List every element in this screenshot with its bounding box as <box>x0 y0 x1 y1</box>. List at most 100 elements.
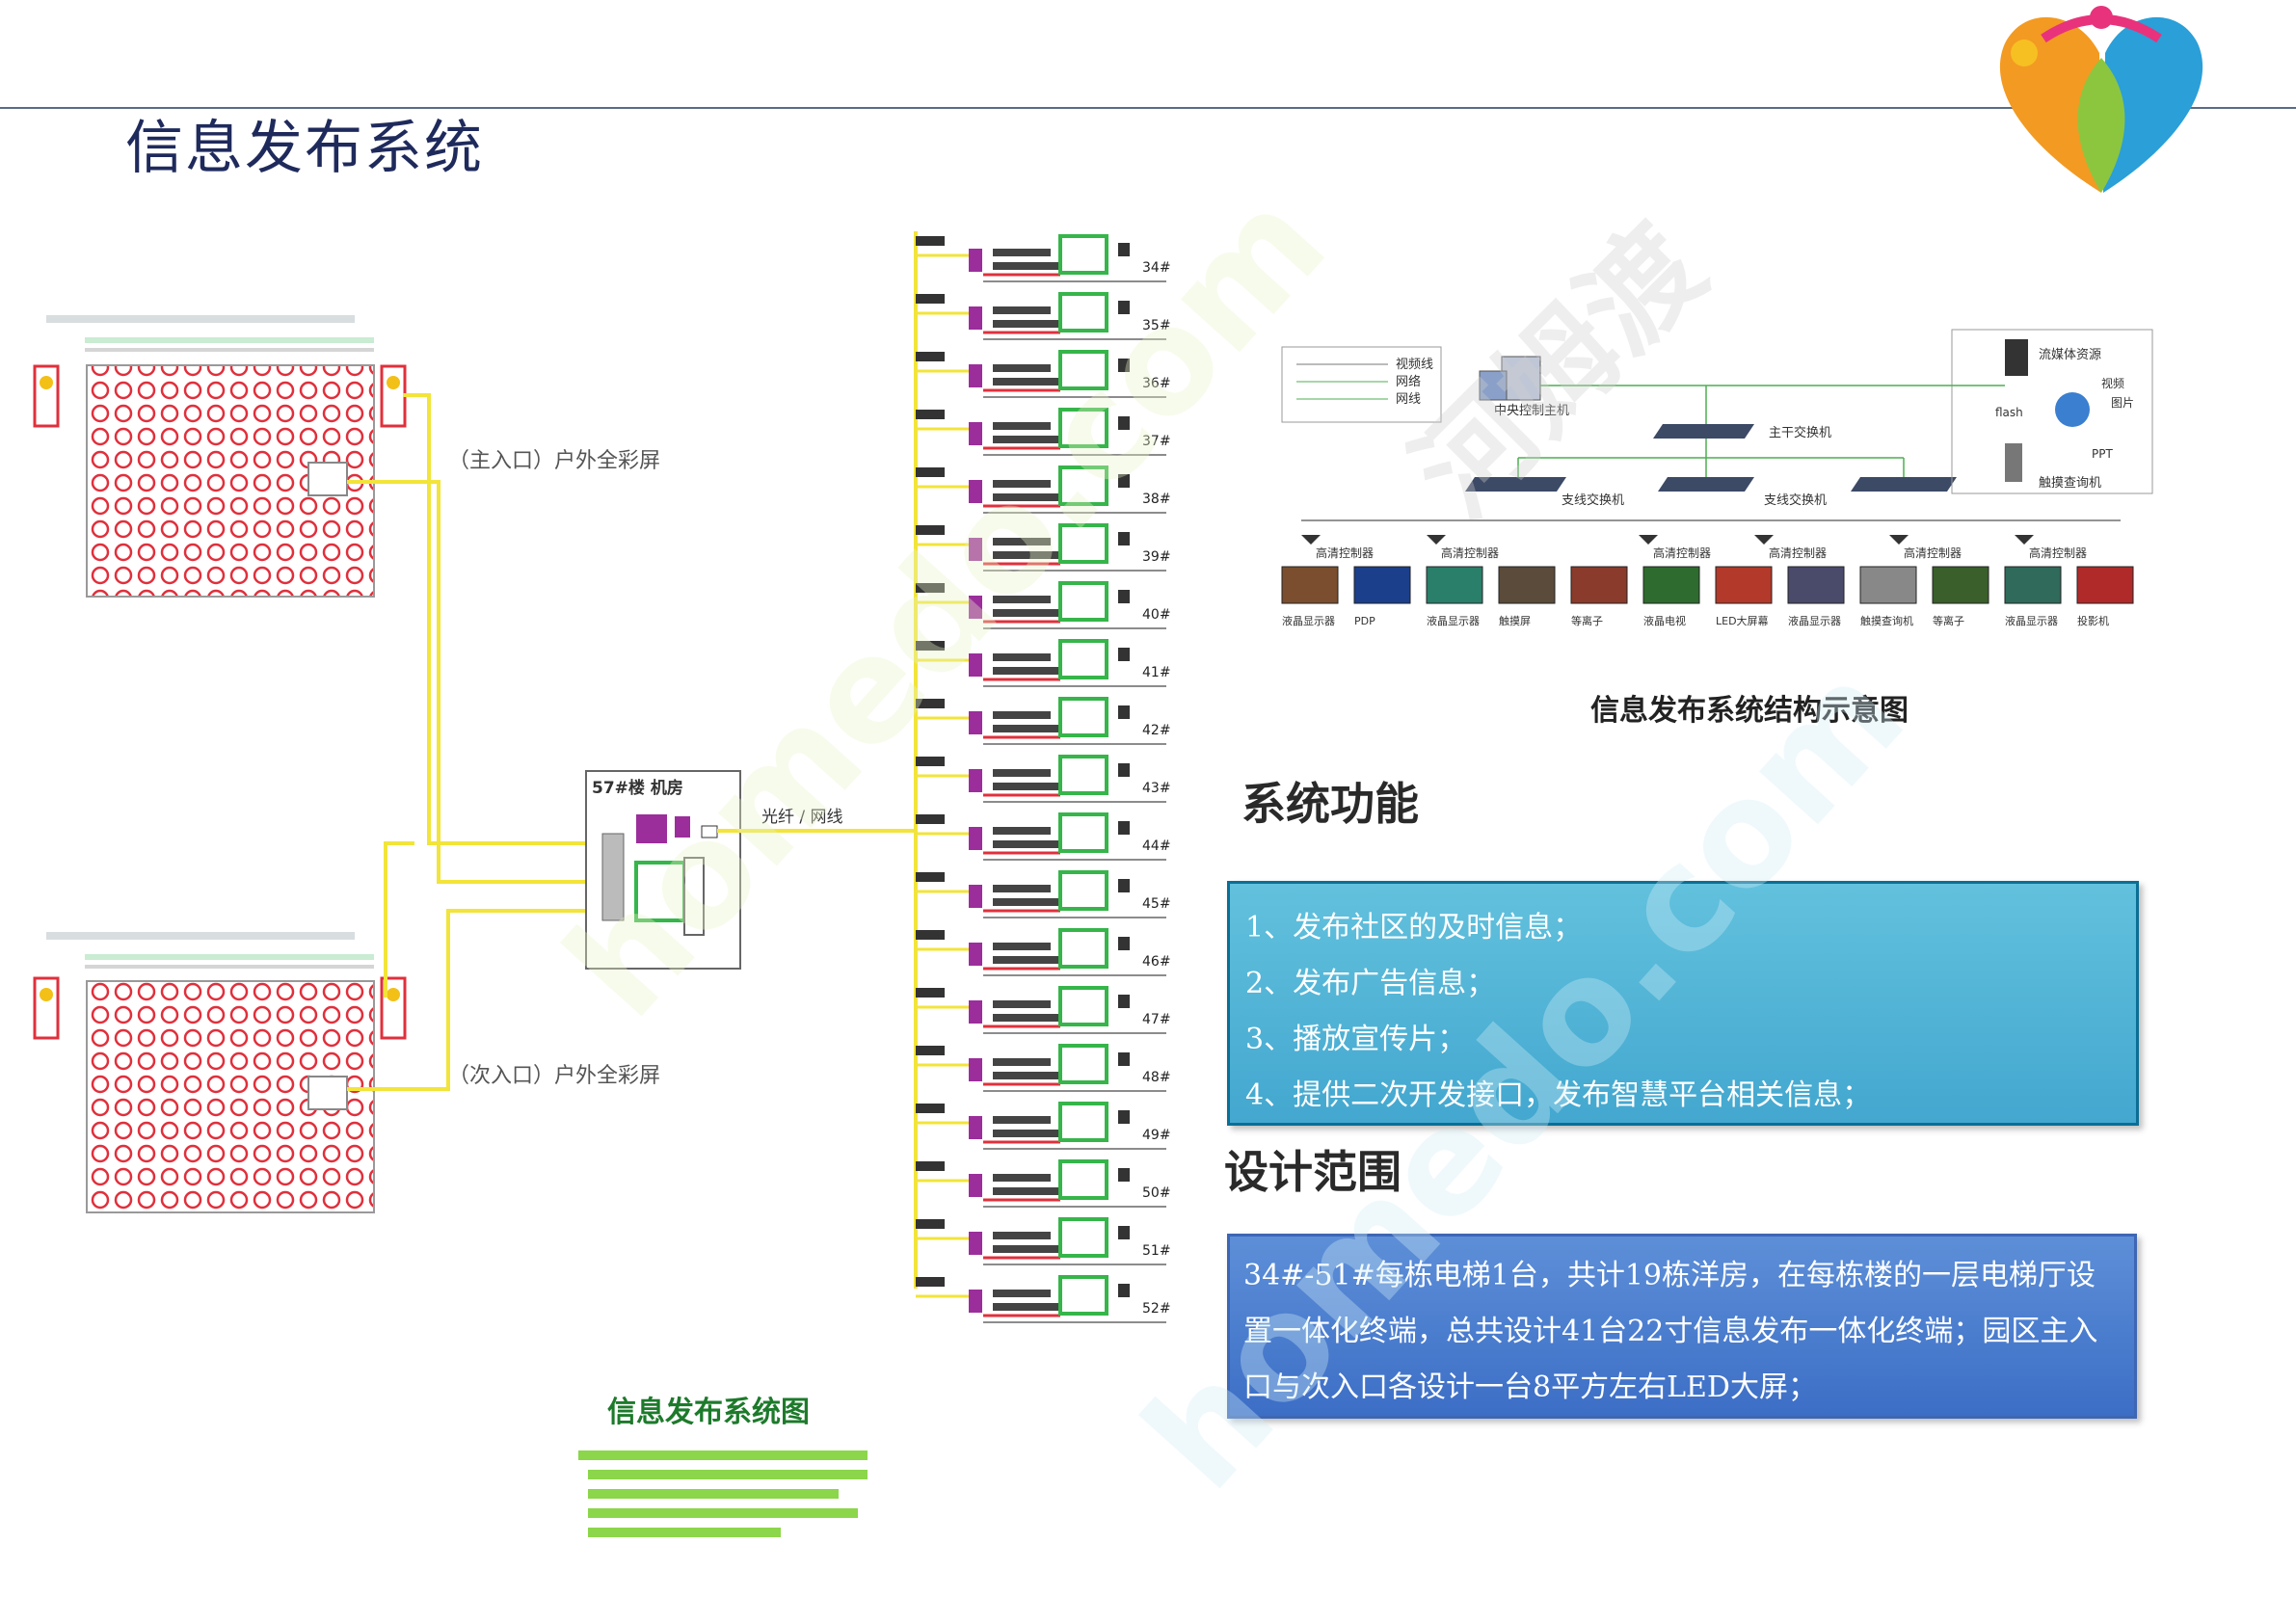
legend-item-1: 网络 <box>1396 374 1421 389</box>
legend-item-2: 网线 <box>1396 392 1421 407</box>
controller-icon <box>1301 535 1321 545</box>
node-ppt: PPT <box>2092 447 2113 461</box>
branch-row: 51# <box>916 1217 1171 1265</box>
branch-row: 43# <box>916 755 1171 803</box>
terminal-icon <box>2076 566 2134 604</box>
branch-row: 50# <box>916 1159 1171 1208</box>
architecture-diagram: 视频线 网络 网线 中央控制主机 主干交换机 支线交换机 支线交换机 流媒体资源… <box>1281 329 2153 627</box>
branch-label: 37# <box>1142 434 1171 449</box>
controller-row: 高清控制器高清控制器高清控制器高清控制器高清控制器高清控制器 <box>1301 535 2087 560</box>
diagram-footer-title: 信息发布系统图 <box>607 1396 810 1429</box>
scope-heading: 设计范围 <box>1224 1146 1402 1198</box>
branch-row: 41# <box>916 639 1171 687</box>
yellow-wiring <box>347 393 588 1091</box>
architecture-caption: 信息发布系统结构示意图 <box>1590 694 1909 728</box>
branch-rows: 34# 35# 36# 37# 38# 39# 40# 41# 42# 43# 44# 45# 46# 4… <box>916 234 1171 1323</box>
branch-label: 52# <box>1142 1301 1171 1317</box>
terminal-label: 液晶显示器 <box>1282 614 1335 627</box>
branch-row: 48# <box>916 1044 1171 1092</box>
controller-icon <box>2015 535 2034 545</box>
terminal-label: PDP <box>1354 615 1375 627</box>
terminal-icon <box>1932 566 1989 604</box>
terminal-icon <box>1353 566 1411 604</box>
terminal-label: 等离子 <box>1571 614 1603 627</box>
terminal-label: LED大屏幕 <box>1716 614 1769 627</box>
node-branch-switch-2: 支线交换机 <box>1764 492 1827 508</box>
main-switch-icon <box>1653 424 1754 439</box>
branch-row: 39# <box>916 523 1171 572</box>
branch-label: 46# <box>1142 954 1171 970</box>
terminal-label: 液晶显示器 <box>1788 614 1841 627</box>
controller-icon <box>1889 535 1909 545</box>
controller-label: 高清控制器 <box>1316 545 1374 560</box>
led-screen-main <box>33 315 407 598</box>
terminal-label: 等离子 <box>1933 614 1964 627</box>
branch-label: 38# <box>1142 492 1171 507</box>
branch-row: 45# <box>916 870 1171 918</box>
terminal-label: 投影机 <box>2077 614 2109 627</box>
terminal-icon <box>1642 566 1700 604</box>
led-screen-secondary <box>33 932 407 1213</box>
system-wiring-diagram: （主入口）户外全彩屏 （次入口）户外全彩屏 57#楼 机房 光纤 / 网线 34… <box>33 231 1171 1537</box>
branch-row: 37# <box>916 408 1171 456</box>
branch-label: 43# <box>1142 781 1171 796</box>
function-item: 3、播放宣传片； <box>1245 1023 1467 1056</box>
trunk-label: 光纤 / 网线 <box>761 808 843 827</box>
branch-row: 42# <box>916 697 1171 745</box>
branch-row: 38# <box>916 466 1171 514</box>
branch-row: 49# <box>916 1102 1171 1150</box>
entrance-label-secondary: （次入口）户外全彩屏 <box>448 1064 660 1088</box>
terminal-icon <box>2004 566 2062 604</box>
controller-icon <box>1639 535 1658 545</box>
function-item: 2、发布广告信息； <box>1245 967 1496 1000</box>
terminal-icon <box>1787 566 1845 604</box>
node-streaming: 流媒体资源 <box>2039 348 2101 362</box>
functions-box: 1、发布社区的及时信息； 2、发布广告信息； 3、播放宣传片； 4、提供二次开发… <box>1227 881 2139 1126</box>
branch-label: 49# <box>1142 1128 1171 1143</box>
branch-label: 40# <box>1142 607 1171 623</box>
branch-label: 41# <box>1142 665 1171 680</box>
branch-label: 48# <box>1142 1070 1171 1085</box>
host-computer-icon <box>1501 356 1541 401</box>
branch-row: 34# <box>916 234 1171 282</box>
branch-row: 52# <box>916 1275 1171 1323</box>
node-main-switch: 主干交换机 <box>1769 425 1831 440</box>
server-room-label: 57#楼 机房 <box>592 778 683 798</box>
terminal-icon <box>1570 566 1628 604</box>
controller-label: 高清控制器 <box>1769 545 1827 560</box>
functions-heading: 系统功能 <box>1241 778 1419 830</box>
terminal-icon <box>1859 566 1917 604</box>
page-title: 信息发布系统 <box>125 115 484 182</box>
node-video: 视频 <box>2101 376 2124 390</box>
entrance-label-main: （主入口）户外全彩屏 <box>448 449 660 473</box>
node-image: 图片 <box>2111 396 2134 410</box>
terminal-label: 触摸查询机 <box>1860 614 1913 627</box>
branch-row: 35# <box>916 292 1171 340</box>
terminal-icon <box>1281 566 1339 604</box>
terminal-label: 液晶显示器 <box>2005 614 2058 627</box>
controller-label: 高清控制器 <box>1653 545 1711 560</box>
functions-list: 1、发布社区的及时信息； 2、发布广告信息； 3、播放宣传片； 4、提供二次开发… <box>1230 884 2136 1127</box>
branch-label: 39# <box>1142 549 1171 565</box>
terminal-label: 触摸屏 <box>1499 614 1531 627</box>
legend-box <box>1281 346 1442 423</box>
branch-label: 45# <box>1142 896 1171 912</box>
scope-box: 34#-51#每栋电梯1台，共计19栋洋房，在每栋楼的一层电梯厅设置一体化终端，… <box>1227 1234 2137 1419</box>
branch-label: 44# <box>1142 838 1171 854</box>
branch-label: 35# <box>1142 318 1171 333</box>
terminal-label: 液晶显示器 <box>1427 614 1480 627</box>
branch-row: 47# <box>916 986 1171 1034</box>
branch-label: 42# <box>1142 723 1171 738</box>
brand-logo-icon <box>1999 6 2203 194</box>
branch-row: 46# <box>916 928 1171 976</box>
branch-label: 34# <box>1142 260 1171 276</box>
scope-text: 34#-51#每栋电梯1台，共计19栋洋房，在每栋楼的一层电梯厅设置一体化终端，… <box>1243 1259 2098 1404</box>
legend-item-0: 视频线 <box>1396 358 1433 372</box>
function-item: 1、发布社区的及时信息； <box>1245 911 1583 945</box>
node-kiosk-top: 触摸查询机 <box>2039 476 2101 491</box>
controller-label: 高清控制器 <box>2029 545 2087 560</box>
branch-label: 36# <box>1142 376 1171 391</box>
controller-label: 高清控制器 <box>1904 545 1962 560</box>
node-flash: flash <box>1995 406 2023 419</box>
